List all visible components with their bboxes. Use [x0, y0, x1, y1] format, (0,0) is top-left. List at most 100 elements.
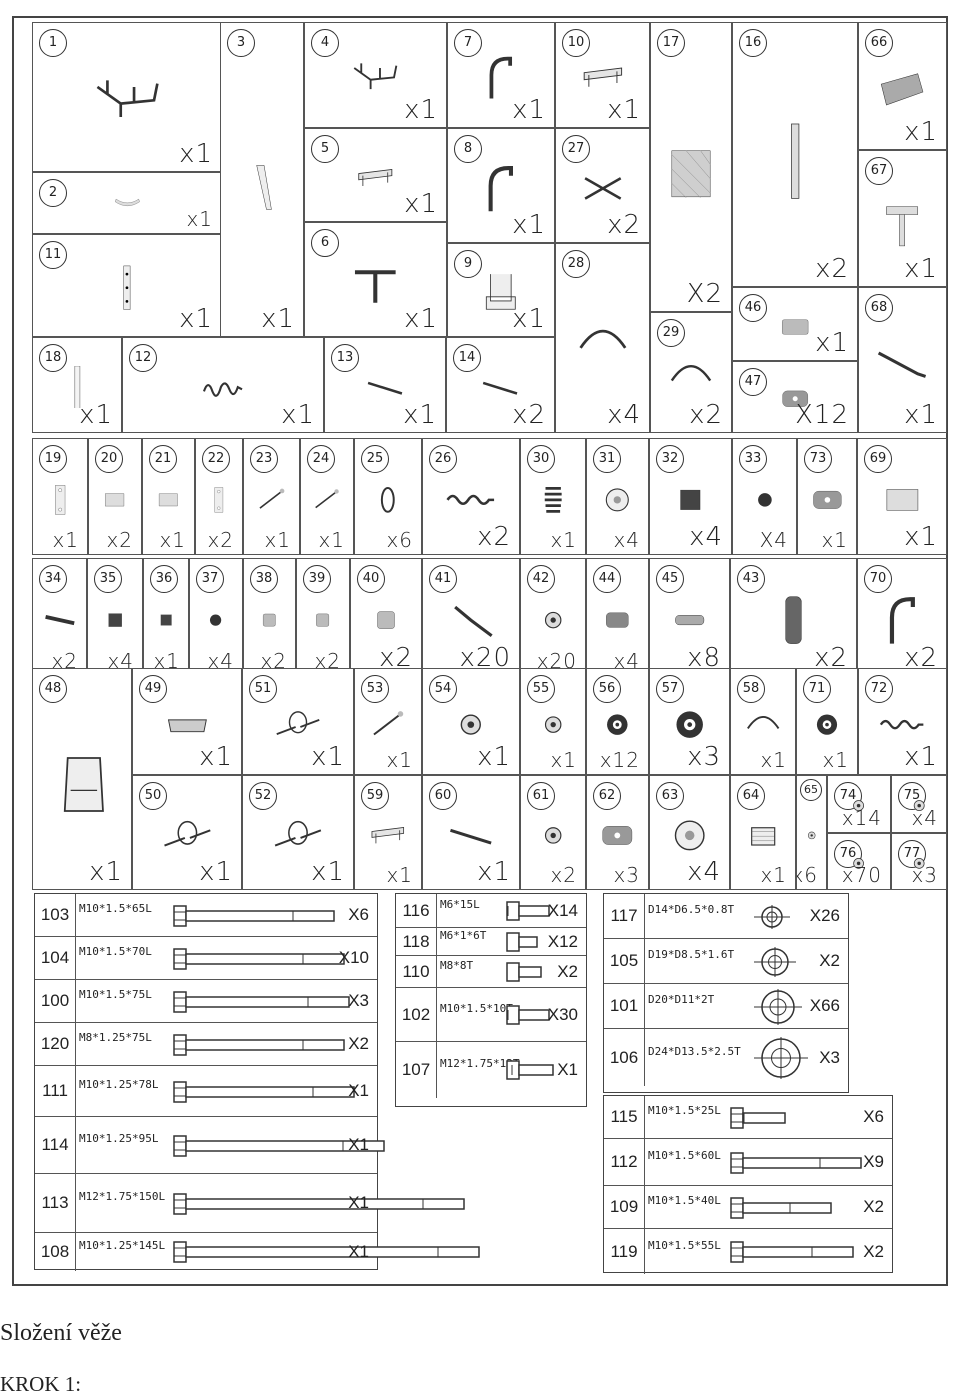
part-number: 37 [196, 565, 224, 593]
hardware-quantity: X1 [348, 1242, 369, 1261]
part-quantity: x3 [613, 863, 640, 887]
part-number: 54 [429, 675, 457, 703]
hardware-spec: M8*8T [440, 958, 474, 972]
part-quantity: x1 [52, 528, 79, 552]
part-quantity: x2 [815, 254, 849, 284]
part-number: 57 [656, 675, 684, 703]
part-number: 44 [593, 565, 621, 593]
part-number: 66 [865, 29, 893, 57]
hardware-spec: M10*1.5*70L [79, 945, 152, 958]
hardware-spec: M10*1.25*78L [79, 1078, 159, 1091]
part-drawing [886, 488, 918, 510]
hardware-number: 108 [35, 1233, 76, 1271]
hardware-quantity: X6 [863, 1107, 884, 1126]
part-number: 1 [39, 29, 67, 57]
part-number: 38 [250, 565, 278, 593]
part-drawing [579, 330, 626, 350]
part-drawing [123, 265, 130, 311]
part-quantity: x1 [760, 748, 787, 772]
washer-drawing [754, 1036, 808, 1079]
part-quantity: x1 [199, 742, 233, 772]
part-drawing [315, 488, 340, 508]
part-quantity: x1 [904, 117, 938, 147]
part-quantity: x2 [207, 528, 234, 552]
part-quantity: x4 [911, 806, 938, 830]
part-number: 28 [562, 250, 590, 278]
part-drawing [371, 826, 405, 844]
part-drawing [353, 63, 398, 90]
hardware-spec: D19*D8.5*1.6T [648, 948, 735, 961]
hardware-number: 102 [396, 988, 437, 1041]
part-quantity: x1 [822, 748, 849, 772]
hardware-number: 104 [35, 937, 76, 979]
part-number: 36 [150, 565, 178, 593]
part-drawing [489, 56, 513, 99]
part-number: 70 [864, 565, 892, 593]
part-drawing [606, 612, 629, 628]
part-drawing [381, 486, 395, 513]
part-number: 2 [39, 179, 67, 207]
part-number: 42 [527, 565, 555, 593]
hardware-quantity: X2 [863, 1197, 884, 1216]
part-drawing [214, 486, 224, 512]
part-quantity: x1 [512, 210, 546, 240]
part-quantity: x1 [815, 328, 849, 358]
part-quantity: x1 [179, 304, 213, 334]
part-number: 19 [39, 445, 67, 473]
part-quantity: x1 [404, 95, 438, 125]
part-number: 51 [249, 675, 277, 703]
part-drawing [544, 611, 562, 629]
part-quantity: x1 [318, 528, 345, 552]
hardware-number: 117 [604, 894, 645, 938]
part-drawing [544, 715, 562, 733]
washer-drawing [754, 904, 790, 929]
part-number: 69 [864, 445, 892, 473]
bolt-drawing [173, 1033, 345, 1056]
part-quantity: x1 [159, 528, 186, 552]
hardware-number: 103 [35, 894, 76, 936]
bolt-drawing [506, 932, 538, 952]
bolt-drawing [173, 1192, 465, 1215]
part-number: 60 [429, 782, 457, 810]
hardware-spec: M10*1.5*25L [648, 1104, 721, 1117]
part-quantity: X12 [795, 400, 849, 430]
hardware-number: 110 [396, 956, 437, 987]
hardware-number: 118 [396, 928, 437, 955]
part-number: 72 [865, 675, 893, 703]
part-number: 20 [95, 445, 123, 473]
hardware-number: 114 [35, 1117, 76, 1173]
part-number: 56 [593, 675, 621, 703]
part-drawing [913, 857, 925, 869]
part-number: 17 [657, 29, 685, 57]
part-quantity: x2 [607, 210, 641, 240]
part-drawing [757, 492, 772, 507]
part-drawing [807, 831, 816, 840]
bolt-drawing [506, 1060, 554, 1080]
